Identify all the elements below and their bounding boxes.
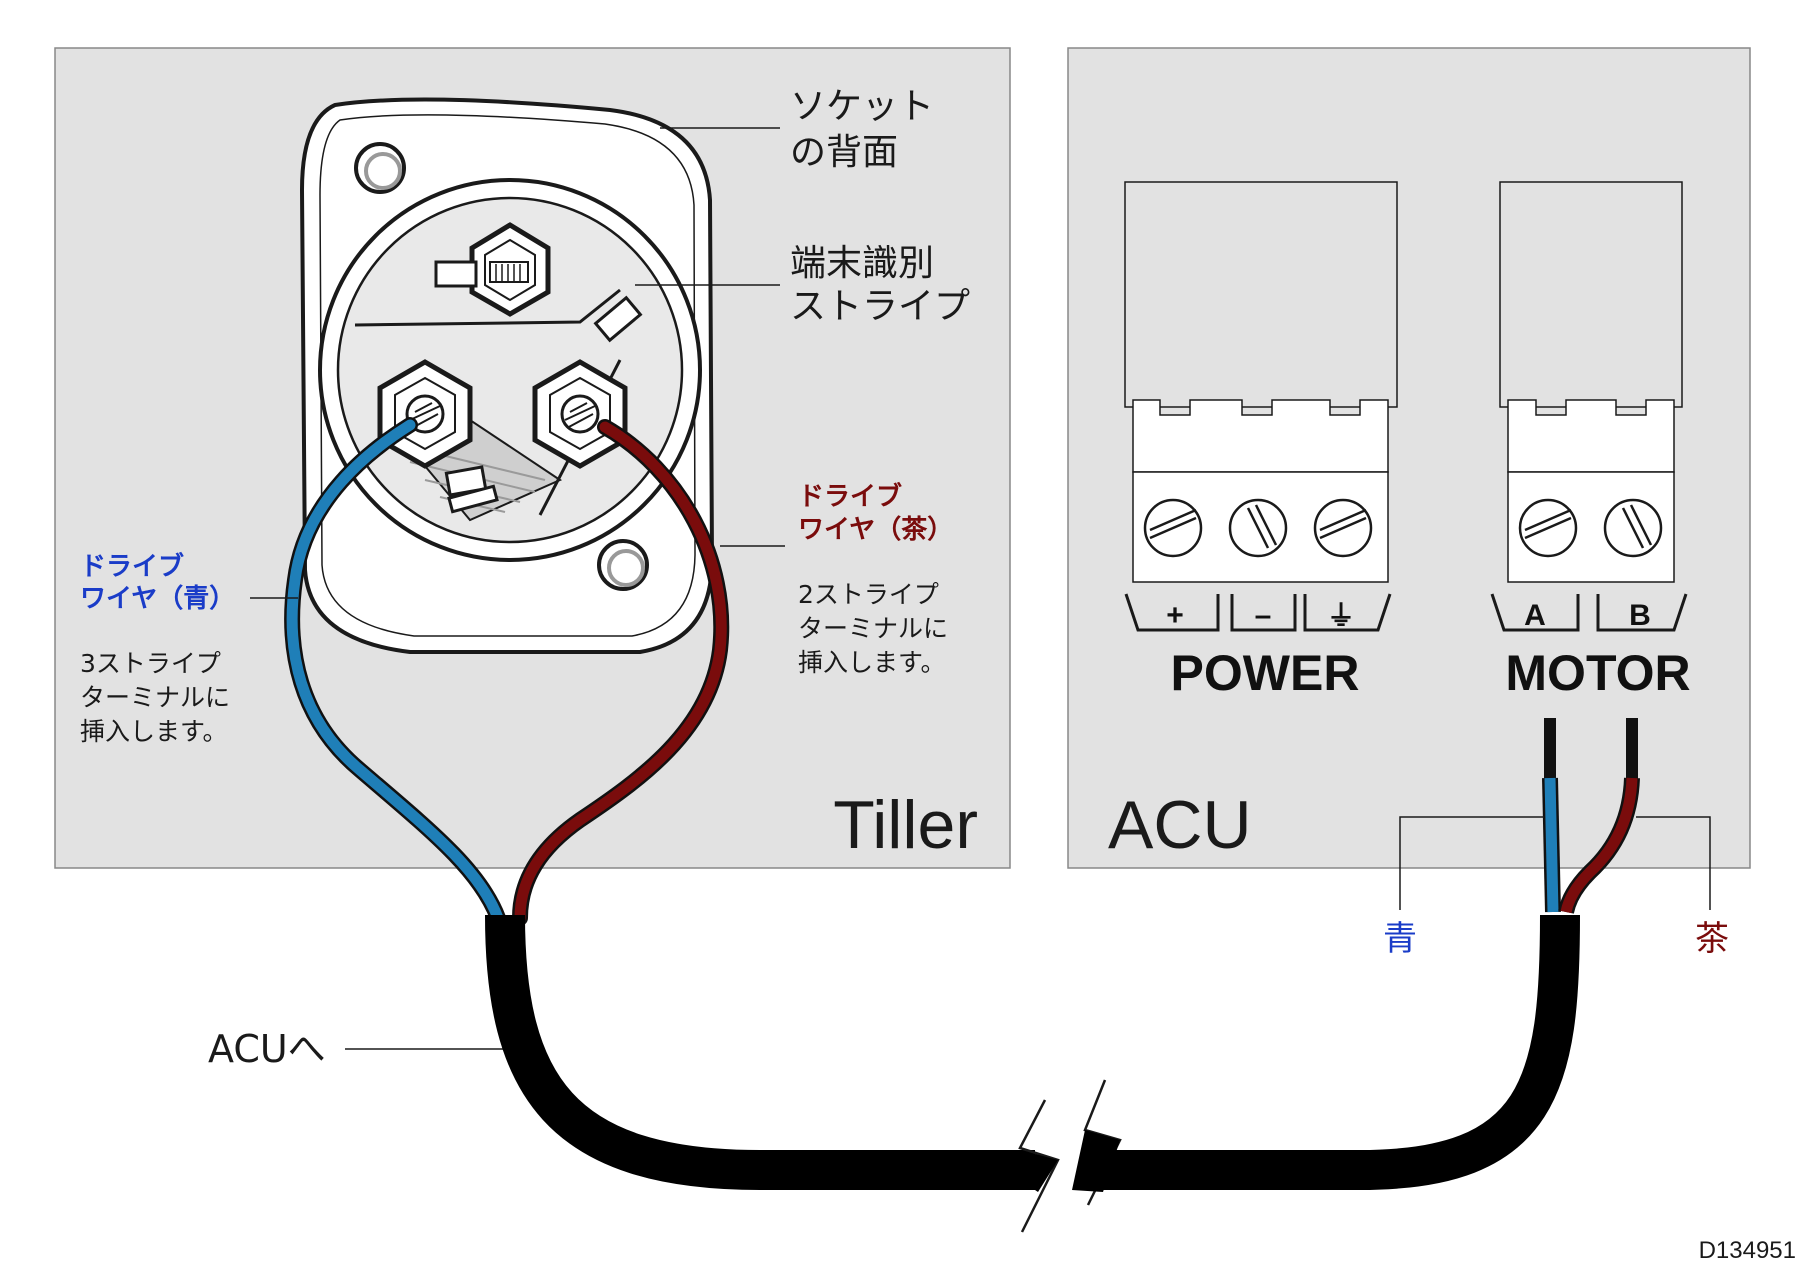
power-terminal-ground: ⏚	[1327, 600, 1355, 631]
motor-connector	[1490, 181, 1688, 632]
brown-wire-note-1: 2ストライプ	[798, 580, 939, 609]
acu-label: ACU	[1108, 787, 1252, 863]
acu-leader-lines	[345, 816, 1711, 1050]
motor-terminal-a: A	[1524, 599, 1546, 632]
cable-break-left	[1018, 1099, 1060, 1233]
motor-wires	[1542, 718, 1640, 914]
terminal-stripe-label-2: ストライプ	[790, 286, 970, 327]
brown-wire-note-2: ターミナルに	[798, 614, 948, 643]
acu-blue-label: 青	[1383, 919, 1417, 959]
blue-wire-label-1: ドライブ	[80, 551, 184, 581]
power-title: POWER	[1171, 645, 1360, 701]
acu-brown-label: 茶	[1695, 919, 1729, 959]
power-connector	[1124, 181, 1398, 632]
cable	[485, 914, 1580, 1233]
socket-back-illustration	[299, 97, 715, 654]
power-terminal-minus: –	[1255, 599, 1272, 632]
socket-back-label-1: ソケット	[790, 86, 934, 127]
motor-terminal-b: B	[1629, 599, 1651, 632]
tiller-leader-lines	[250, 127, 785, 599]
motor-title: MOTOR	[1505, 645, 1690, 701]
brown-wire-label-2: ワイヤ（茶）	[798, 514, 953, 544]
blue-wire-note-2: ターミナルに	[80, 683, 230, 712]
blue-wire-note-1: 3ストライプ	[80, 649, 221, 678]
blue-wire-note-3: 挿入します。	[80, 717, 228, 746]
terminal-stripe-label-1: 端末識別	[790, 243, 934, 284]
blue-wire-label-2: ワイヤ（青）	[80, 583, 235, 613]
figure-id: D134951	[1699, 1237, 1796, 1264]
cable-label: ACUへ	[208, 1027, 326, 1071]
socket-back-label-2: の背面	[790, 132, 898, 173]
brown-wire-label-1: ドライブ	[798, 481, 902, 511]
power-terminal-plus: +	[1166, 599, 1184, 632]
brown-wire-note-3: 挿入します。	[798, 648, 946, 677]
tiller-label: Tiller	[833, 787, 978, 863]
